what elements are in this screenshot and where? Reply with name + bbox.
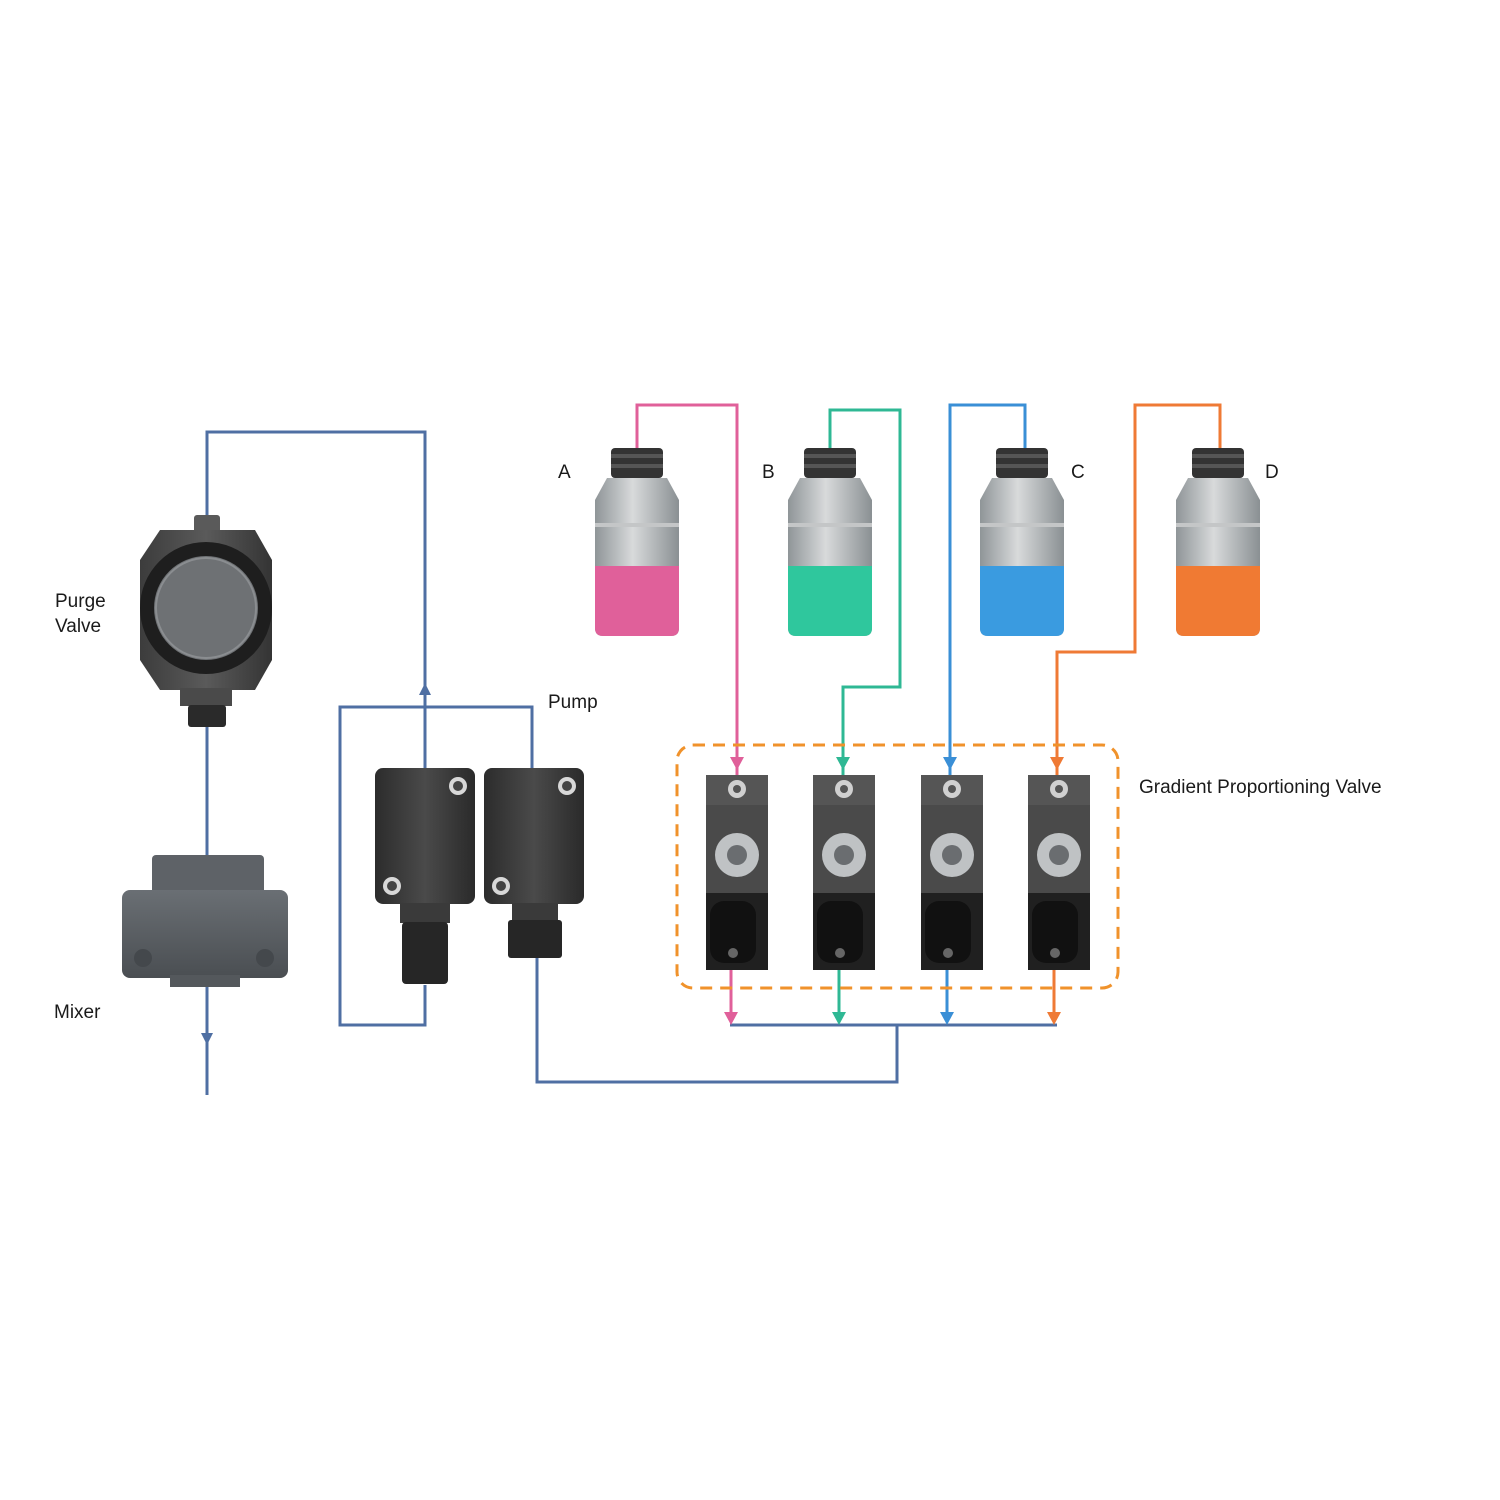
gpv-valve-b [813,775,875,970]
gpv-valve-a [706,775,768,970]
flow-arrow-pump-up [419,683,431,695]
gpv-dashed-box [675,743,1120,990]
pump-label: Pump [548,692,598,713]
bottle-cap [1192,448,1244,478]
bottle-a [595,448,679,636]
bottle-cap [611,448,663,478]
bottle-label-a: A [558,462,571,483]
bottle-label-b: B [762,462,775,483]
arrow-d-in [1050,757,1064,770]
gpv-valve-c [921,775,983,970]
arrow-c-out [940,1012,954,1025]
bottle-cap [996,448,1048,478]
line-c [948,403,1027,780]
gpv-valve-d [1028,775,1090,970]
arrow-d-out [1047,1012,1061,1025]
purge-valve-label: Purge Valve [55,589,145,639]
purge-valve [140,515,272,727]
tube-pump-loop [338,705,534,1027]
pump-head-right [484,768,584,958]
bottle-label-c: C [1071,462,1085,483]
main-tubing [205,430,1057,1095]
line-b [828,408,902,780]
mixer [122,855,288,987]
arrow-a-in [730,757,744,770]
bottle-liquid [980,566,1064,636]
purge-valve-label-line1: Purge [55,591,106,612]
line-a [635,403,739,780]
mixer-label: Mixer [54,1002,101,1023]
bottle-liquid [1176,566,1260,636]
bottle-b [788,448,872,636]
bottle-liquid [788,566,872,636]
tube-gpv-to-pump [535,955,899,1084]
arrow-b-out [832,1012,846,1025]
purge-valve-label-line2: Valve [55,616,102,637]
solvent-arrows [724,757,1064,1025]
bottle-d [1176,448,1260,636]
tube-purge-to-pump [205,430,427,770]
line-d [1055,403,1222,780]
bottle-cap [804,448,856,478]
pump-head-left [375,768,475,984]
gpv-label: Gradient Proportioning Valve [1139,777,1382,798]
bottle-label-d: D [1265,462,1279,483]
arrow-c-in [943,757,957,770]
bottle-c [980,448,1064,636]
bottle-liquid [595,566,679,636]
arrow-b-in [836,757,850,770]
flow-arrow-mixer-down [201,1033,213,1045]
arrow-a-out [724,1012,738,1025]
